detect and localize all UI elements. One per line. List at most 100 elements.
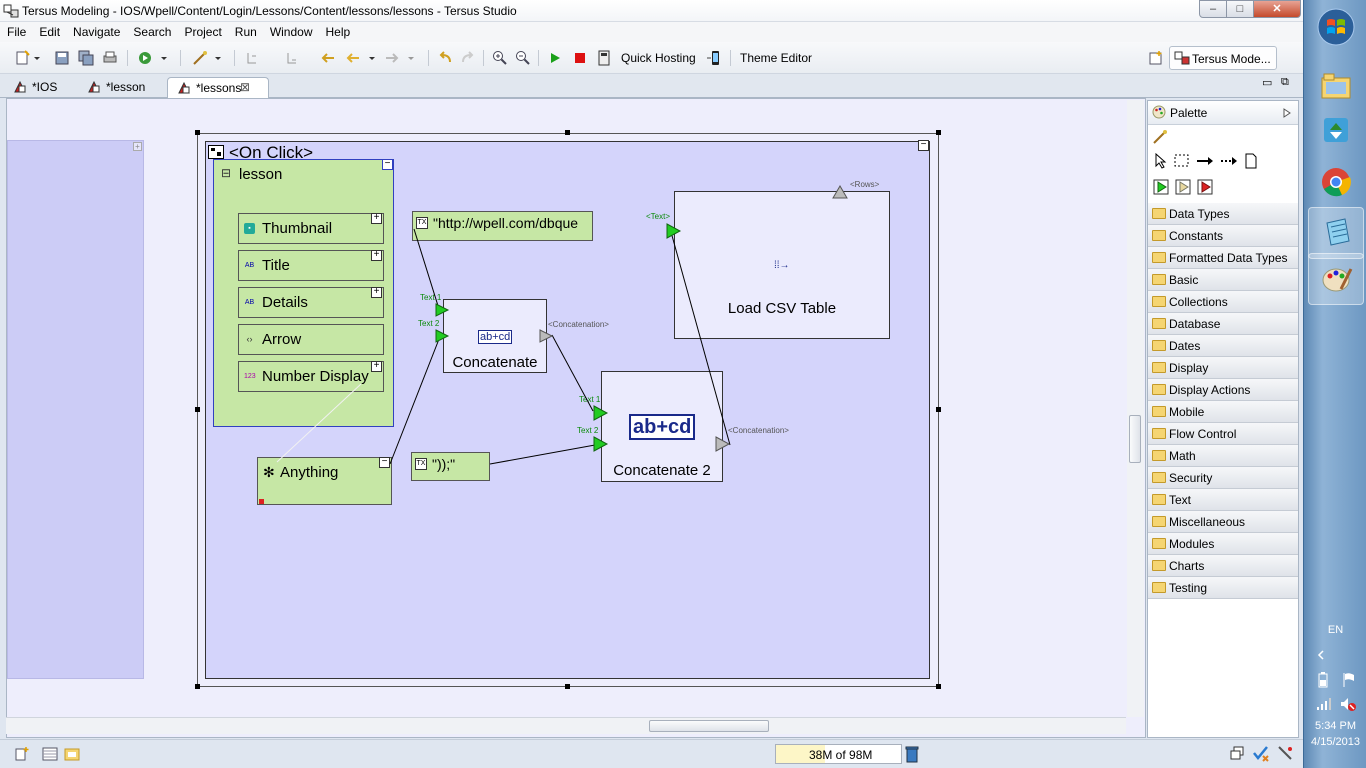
select-tool-icon[interactable] — [1154, 153, 1168, 169]
diagram-editor[interactable]: + <On Click> − ⊟ lesson − ▪ Thumbnail + … — [6, 98, 1146, 738]
redo-icon[interactable] — [460, 50, 476, 66]
save-all-icon[interactable] — [78, 50, 94, 66]
palette-category-testing[interactable]: Testing — [1148, 577, 1298, 599]
palette-category-miscellaneous[interactable]: Miscellaneous — [1148, 511, 1298, 533]
taskbar-chrome[interactable] — [1308, 157, 1364, 209]
taskbar-explorer[interactable] — [1308, 62, 1364, 114]
calculator-icon[interactable] — [596, 50, 612, 66]
zoom-in-icon[interactable] — [492, 50, 508, 66]
horizontal-scrollbar[interactable] — [6, 717, 1126, 734]
tab-ios[interactable]: *IOS — [4, 77, 74, 98]
prev-annotation-icon[interactable] — [284, 50, 300, 66]
fast-view-icon[interactable] — [14, 746, 30, 762]
palette-category-collections[interactable]: Collections — [1148, 291, 1298, 313]
error-exit-tool-icon[interactable] — [1197, 179, 1213, 195]
flow-tool-icon[interactable] — [1196, 154, 1214, 168]
save-icon[interactable] — [54, 50, 70, 66]
field-number-display[interactable]: 123 Number Display — [238, 361, 384, 392]
palette-category-database[interactable]: Database — [1148, 313, 1298, 335]
show-hidden-icons-icon[interactable] — [1316, 650, 1326, 660]
menu-navigate[interactable]: Navigate — [73, 25, 121, 39]
field-title[interactable]: AB Title — [238, 250, 384, 281]
run-config-icon[interactable] — [138, 50, 154, 66]
run-icon[interactable] — [547, 50, 563, 66]
open-perspective-icon[interactable] — [1148, 50, 1164, 66]
palette-category-mobile[interactable]: Mobile — [1148, 401, 1298, 423]
tab-lessons[interactable]: *lessons ⊠ — [167, 77, 269, 98]
clock-time[interactable]: 5:34 PM — [1315, 720, 1356, 732]
minimize-view-icon[interactable]: ▭ — [1262, 77, 1273, 89]
tab-lesson[interactable]: *lesson — [78, 77, 164, 98]
minimize-button[interactable]: – — [1199, 0, 1227, 18]
palette-category-dates[interactable]: Dates — [1148, 335, 1298, 357]
collapse-button[interactable]: − — [379, 457, 390, 468]
wand-dropdown-icon[interactable] — [214, 50, 222, 66]
palette-category-flow-control[interactable]: Flow Control — [1148, 423, 1298, 445]
wand-icon[interactable] — [1152, 129, 1168, 145]
expand-button[interactable]: + — [371, 213, 382, 224]
quick-hosting-button[interactable]: Quick Hosting — [621, 51, 696, 65]
resize-handle[interactable] — [195, 684, 200, 689]
restore-view-icon[interactable] — [1230, 746, 1244, 760]
menu-search[interactable]: Search — [133, 25, 172, 39]
back-icon[interactable] — [345, 50, 361, 66]
maximize-button[interactable]: □ — [1226, 0, 1254, 18]
next-annotation-icon[interactable] — [244, 50, 260, 66]
collapse-button[interactable]: − — [382, 159, 393, 170]
palette-category-modules[interactable]: Modules — [1148, 533, 1298, 555]
anything-element[interactable]: ✻ Anything — [257, 457, 392, 505]
menu-run[interactable]: Run — [234, 25, 257, 39]
menu-file[interactable]: File — [7, 25, 27, 39]
field-thumbnail[interactable]: ▪ Thumbnail — [238, 213, 384, 244]
palette-category-text[interactable]: Text — [1148, 489, 1298, 511]
battery-icon[interactable] — [1317, 672, 1329, 688]
tab-close-icon[interactable]: ⊠ — [240, 80, 251, 94]
undo-icon[interactable] — [437, 50, 453, 66]
check-errors-icon[interactable] — [1252, 744, 1270, 762]
back-dropdown-icon[interactable] — [368, 50, 376, 66]
palette-category-formatted-data-types[interactable]: Formatted Data Types — [1148, 247, 1298, 269]
palette-category-constants[interactable]: Constants — [1148, 225, 1298, 247]
zoom-out-icon[interactable] — [515, 50, 531, 66]
exit-tool-icon[interactable] — [1175, 179, 1191, 195]
new-dropdown-icon[interactable] — [33, 50, 41, 66]
print-icon[interactable] — [102, 50, 118, 66]
palette-category-display-actions[interactable]: Display Actions — [1148, 379, 1298, 401]
palette-category-display[interactable]: Display — [1148, 357, 1298, 379]
field-details[interactable]: AB Details — [238, 287, 384, 318]
explorer-view-icon[interactable] — [64, 746, 80, 762]
load-csv-table-node[interactable]: ⁞⁞→ Load CSV Table — [674, 191, 890, 339]
concatenate-node[interactable]: ab+cd Concatenate — [443, 299, 547, 373]
expand-icon[interactable]: + — [133, 142, 142, 151]
taskbar-notepad[interactable] — [1308, 207, 1364, 259]
expand-button[interactable]: + — [371, 361, 382, 372]
menu-edit[interactable]: Edit — [39, 25, 61, 39]
scroll-thumb[interactable] — [1129, 415, 1141, 463]
constant-url[interactable]: TX "http://wpell.com/dbque — [412, 211, 593, 241]
expand-button[interactable]: + — [371, 250, 382, 261]
close-button[interactable]: ✕ — [1253, 0, 1301, 18]
new-icon[interactable] — [14, 50, 30, 66]
taskbar-sync-app[interactable] — [1308, 106, 1364, 158]
note-tool-icon[interactable] — [1245, 153, 1257, 169]
maximize-view-icon[interactable]: ⧉ — [1281, 76, 1289, 88]
perspective-switcher[interactable]: Tersus Mode... — [1169, 46, 1277, 70]
forward-icon[interactable] — [384, 50, 400, 66]
theme-editor-button[interactable]: Theme Editor — [740, 51, 813, 65]
clock-date[interactable]: 4/15/2013 — [1311, 736, 1360, 748]
run-dropdown-icon[interactable] — [160, 50, 168, 66]
forward-dropdown-icon[interactable] — [407, 50, 415, 66]
language-indicator[interactable]: EN — [1327, 624, 1344, 636]
taskbar-paint[interactable] — [1308, 253, 1364, 305]
resize-handle[interactable] — [936, 130, 941, 135]
resize-handle[interactable] — [936, 684, 941, 689]
resize-handle[interactable] — [195, 407, 200, 412]
mobile-icon[interactable] — [706, 50, 722, 66]
wand-icon[interactable] — [192, 50, 208, 66]
volume-muted-icon[interactable] — [1340, 696, 1356, 712]
resize-handle[interactable] — [565, 130, 570, 135]
menu-project[interactable]: Project — [184, 25, 222, 39]
field-arrow[interactable]: ‹› Arrow — [238, 324, 384, 355]
garbage-collect-icon[interactable] — [905, 745, 919, 763]
resize-handle[interactable] — [936, 407, 941, 412]
